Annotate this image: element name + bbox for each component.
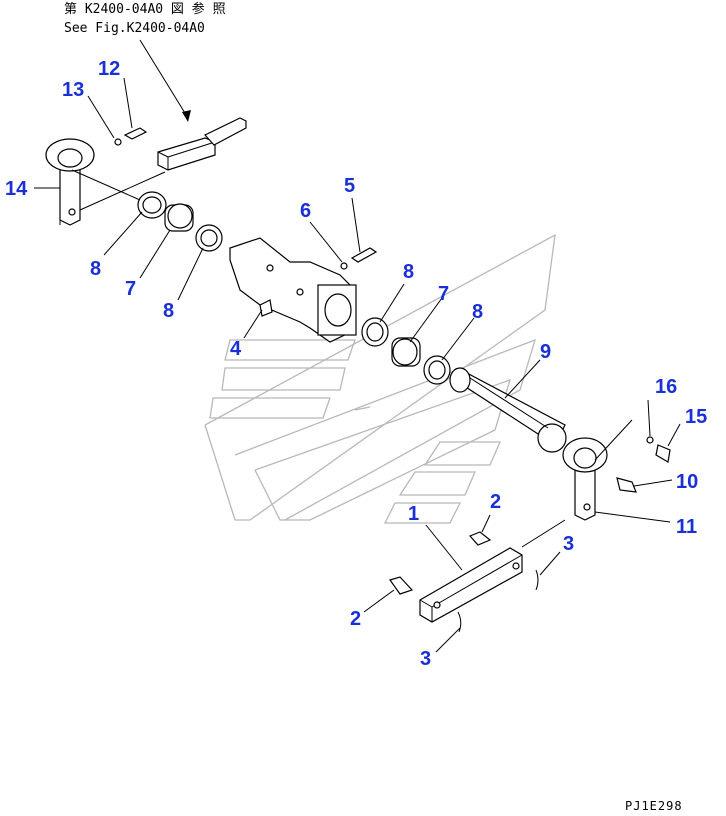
callout-8-left: 8 (90, 258, 101, 280)
bracket-4 (229, 237, 378, 343)
callouts: 1 2 2 3 3 4 5 6 7 7 8 8 8 8 9 10 11 12 1… (5, 58, 707, 670)
lever-11 (562, 436, 671, 521)
reference-note-en: See Fig.K2400-04A0 (64, 21, 205, 36)
reference-note: 第 K2400-04A0 図 参 照 See Fig.K2400-04A0 (64, 1, 226, 122)
bearing-group-left (137, 191, 223, 252)
callout-7-right: 7 (438, 283, 449, 305)
callout-14: 14 (5, 178, 28, 200)
callout-16: 16 (655, 376, 677, 398)
callout-3-lower: 3 (420, 648, 431, 670)
callout-3-upper: 3 (563, 533, 574, 555)
callout-8-right-lower: 8 (472, 301, 483, 323)
pin-2-upper (468, 531, 492, 546)
callout-2-lower: 2 (350, 608, 361, 630)
callout-4: 4 (230, 338, 242, 360)
callout-9: 9 (540, 341, 551, 363)
clip-3-upper (535, 569, 539, 591)
callout-2-upper: 2 (490, 491, 501, 513)
clip-3-lower (457, 611, 462, 633)
grease-fitting-10 (616, 477, 637, 493)
callout-5: 5 (344, 175, 355, 197)
callout-1: 1 (408, 503, 419, 525)
background-outline (204, 233, 556, 524)
bolt-12 (123, 127, 148, 140)
shaft-9 (449, 367, 567, 453)
drawing-code: PJ1E298 (625, 799, 683, 813)
bolt-5 (350, 247, 378, 263)
washer-6 (340, 262, 348, 270)
callout-13: 13 (62, 79, 84, 101)
callout-8-mid: 8 (163, 300, 174, 322)
bolt-15 (655, 444, 671, 463)
washer-16 (646, 436, 654, 444)
leader-lines (34, 77, 681, 653)
callout-15: 15 (685, 406, 707, 428)
callout-12: 12 (98, 58, 120, 80)
reference-note-jp: 第 K2400-04A0 図 参 照 (64, 1, 226, 17)
lever-14 (45, 127, 148, 226)
callout-7-left: 7 (125, 278, 136, 300)
pin-2-lower (389, 576, 414, 595)
control-rod (157, 117, 247, 171)
washer-13 (114, 138, 122, 146)
callout-6: 6 (300, 200, 311, 222)
callout-8-right-upper: 8 (403, 261, 414, 283)
link-1 (389, 531, 539, 633)
bearing-group-right (361, 317, 451, 385)
callout-11: 11 (676, 516, 697, 538)
callout-10: 10 (676, 471, 698, 493)
